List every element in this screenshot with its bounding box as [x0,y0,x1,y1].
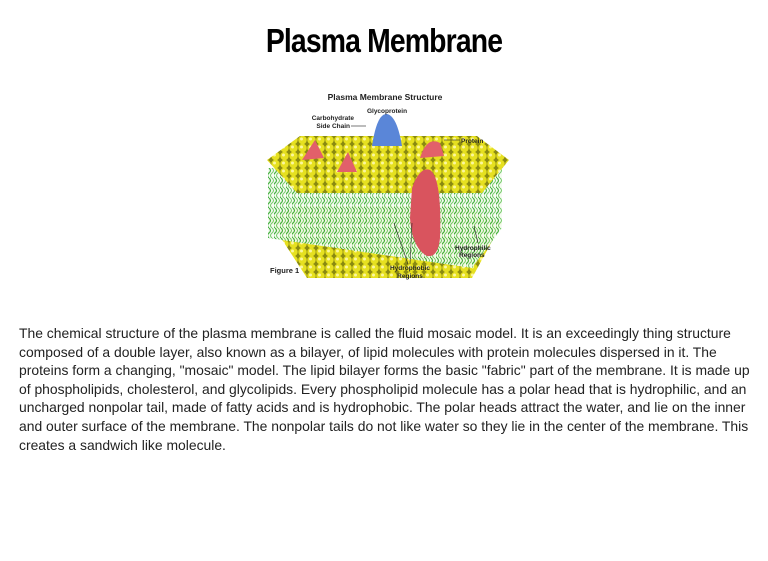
label-hydrophobic-regions: Regions [397,273,423,280]
figure-heading: Plasma Membrane Structure [328,92,443,102]
figure-number: Figure 1 [270,266,299,275]
label-glycoprotein: Glycoprotein [367,108,407,115]
label-hydrophilic-regions: Regions [459,252,485,259]
transmembrane-protein [410,169,441,257]
label-side-chain: Side Chain [316,123,350,130]
body-paragraph: The chemical structure of the plasma mem… [19,325,750,453]
protein-shape [337,152,357,172]
label-protein: Protein [461,138,483,145]
plasma-membrane-figure: Plasma Membrane Structure Glycoprotein C… [267,92,509,280]
label-hydrophobic: Hydrophobic [390,265,430,272]
protein-shape [420,141,444,158]
page-title: Plasma Membrane [265,22,503,59]
protein-shape [302,140,324,160]
label-carbohydrate: Carbohydrate [312,115,355,122]
glycoprotein-shape [372,113,402,146]
label-hydrophilic: Hydrophilic [455,245,491,252]
upper-lipid-layer [267,136,509,193]
